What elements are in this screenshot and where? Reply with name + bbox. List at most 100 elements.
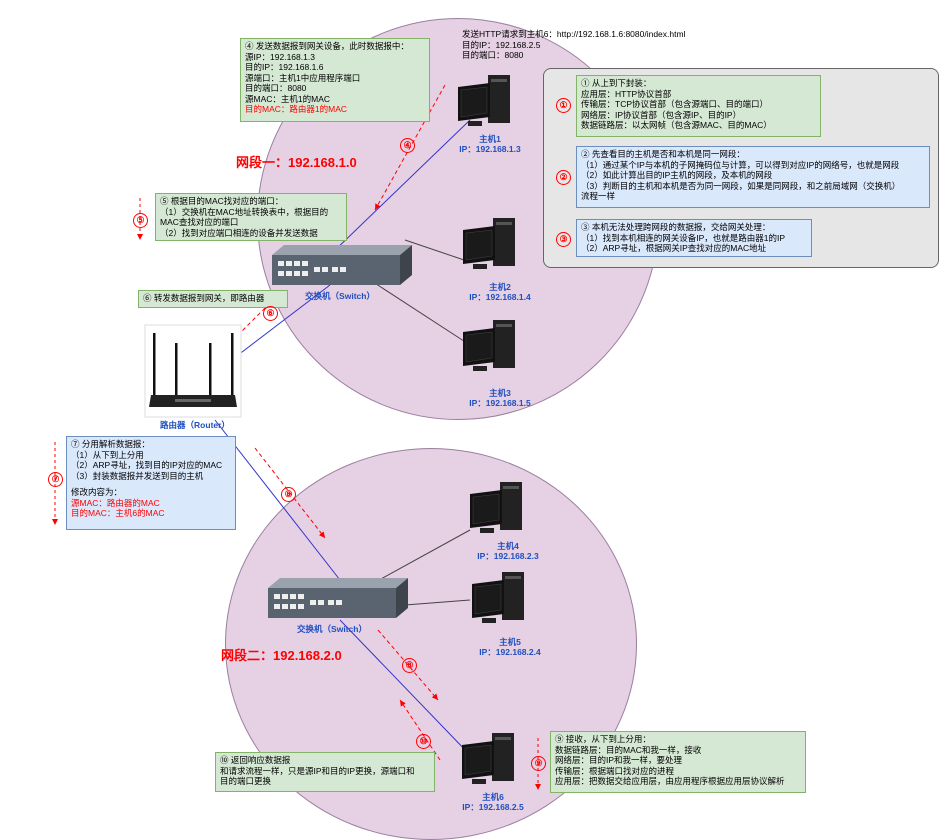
step6-box: ⑥ 转发数据报到网关，即路由器	[138, 290, 288, 308]
segment-1-title: 网段一：192.168.1.0	[236, 155, 357, 170]
step4-line-5: 目的端口：8080	[245, 83, 307, 93]
step5-line-3: MAC查找对应的端口	[160, 217, 239, 227]
host5-name: 主机5	[499, 637, 521, 647]
switch2-label: 交换机（Switch）	[297, 624, 367, 634]
request-line-1: 发送HTTP请求到主机6：http://192.168.1.6:8080/ind…	[462, 29, 686, 39]
step3-box: ③ 本机无法处理跨网段的数据报，交给网关处理： （1）找到本机相连的网关设备IP…	[576, 219, 812, 257]
step5-box: ⑤ 根据目的MAC找对应的端口： （1）交换机在MAC地址转换表中，根据目的 M…	[155, 193, 347, 241]
step7-line-4: （3）封装数据报并发送到目的主机	[71, 470, 204, 481]
step4-line-6: 源MAC：主机1的MAC	[245, 93, 331, 104]
host3-name: 主机3	[489, 388, 511, 398]
step10-line-1: ⑩ 返回响应数据报	[220, 755, 291, 765]
switch-icon-2	[268, 578, 408, 618]
step5-line-4: （2）找到对应端口相连的设备并发送数据	[160, 227, 318, 238]
host3-label: 主机3 IP：192.168.1.5	[460, 388, 540, 408]
router-icon	[144, 324, 242, 418]
step10-line-2: 和请求流程一样，只是源IP和目的IP更换，源端口和	[220, 765, 415, 776]
link-switch1-host2	[404, 239, 471, 263]
step-marker-8a: ⑧	[281, 487, 296, 502]
step1-line-5: 数据链路层：以太网帧（包含源MAC、目的MAC）	[581, 120, 772, 130]
step7-line-3: （2）ARP寻址，找到目的IP对应的MAC	[71, 460, 223, 470]
step7-red-line-2: 目的MAC：主机6的MAC	[71, 508, 165, 518]
step4-line-1: ④ 发送数据报到网关设备，此时数据报中：	[245, 41, 409, 51]
step2-box: ② 先查看目的主机是否和本机是同一网段： （1）通过某个IP与本机的子网掩码位与…	[576, 146, 930, 208]
host1-ip: IP：192.168.1.3	[459, 144, 521, 154]
step4-box: ④ 发送数据报到网关设备，此时数据报中： 源IP：192.168.1.3 目的I…	[240, 38, 430, 122]
link-switch1-router	[224, 284, 331, 366]
computer-icon-host6	[462, 733, 514, 784]
request-line-3: 目的端口：8080	[462, 50, 524, 60]
link-switch2-host6	[339, 619, 471, 756]
host1-name: 主机1	[479, 134, 501, 144]
host4-name: 主机4	[497, 541, 519, 551]
step1-box: ① 从上到下封装： 应用层：HTTP协议首部 传输层：TCP协议首部（包含源端口…	[576, 75, 821, 137]
step-marker-9: ⑨	[531, 756, 546, 771]
host6-name: 主机6	[482, 792, 504, 802]
step2-line-1: ② 先查看目的主机是否和本机是同一网段：	[581, 149, 745, 159]
step4-red-line: 目的MAC：路由器1的MAC	[245, 104, 348, 114]
flow-arrow-8b	[377, 629, 439, 701]
host3-ip: IP：192.168.1.5	[469, 398, 531, 408]
host6-ip: IP：192.168.2.5	[462, 802, 524, 812]
computer-icon-host1	[458, 75, 510, 126]
step7-box: ⑦ 分用解析数据报： （1）从下到上分用 （2）ARP寻址，找到目的IP对应的M…	[66, 436, 236, 530]
step2-line-2: （1）通过某个IP与本机的子网掩码位与计算，可以得到对应IP的网络号，也就是网段	[581, 159, 900, 170]
step-marker-6: ⑥	[263, 306, 278, 321]
computer-icon-host5	[472, 572, 524, 623]
router-label: 路由器（Router）	[160, 420, 230, 430]
step1-line-4: 网络层：IP协议首部（包含源IP、目的IP）	[581, 109, 742, 120]
step5-line-1: ⑤ 根据目的MAC找对应的端口：	[160, 196, 284, 206]
host6-label: 主机6 IP：192.168.2.5	[453, 792, 533, 812]
step-marker-2: ②	[556, 170, 571, 185]
switch-icon-1	[272, 245, 412, 285]
step6-text: ⑥ 转发数据报到网关，即路由器	[143, 293, 265, 303]
host5-label: 主机5 IP：192.168.2.4	[470, 637, 550, 657]
step9-line-5: 应用层：把数据交给应用层，由应用程序根据应用层协议解析	[555, 776, 785, 786]
step9-line-2: 数据链路层：目的MAC和我一样，接收	[555, 744, 702, 755]
host5-ip: IP：192.168.2.4	[479, 647, 541, 657]
step-marker-4: ④	[400, 138, 415, 153]
link-switch2-host4	[369, 529, 471, 586]
computer-icon-host4	[470, 482, 522, 533]
step10-box: ⑩ 返回响应数据报 和请求流程一样，只是源IP和目的IP更换，源端口和 目的端口…	[215, 752, 435, 792]
step10-line-3: 目的端口更换	[220, 776, 272, 786]
step4-line-2: 源IP：192.168.1.3	[245, 51, 315, 62]
step4-line-3: 目的IP：192.168.1.6	[245, 62, 324, 72]
step1-line-3: 传输层：TCP协议首部（包含源端口、目的端口）	[581, 99, 769, 109]
step1-line-1: ① 从上到下封装：	[581, 78, 652, 88]
step-marker-10: ⑩	[416, 734, 431, 749]
host4-label: 主机4 IP：192.168.2.3	[468, 541, 548, 561]
link-switch1-host3	[369, 279, 471, 346]
http-request-box: 发送HTTP请求到主机6：http://192.168.1.6:8080/ind…	[458, 27, 704, 65]
step9-line-4: 传输层：根据端口找对应的进程	[555, 765, 675, 776]
switch1-label: 交换机（Switch）	[305, 291, 375, 301]
step3-line-2: （1）找到本机相连的网关设备IP，也就是路由器1的IP	[581, 232, 786, 243]
host2-label: 主机2 IP：192.168.1.4	[460, 282, 540, 302]
step-marker-1: ①	[556, 98, 571, 113]
step9-line-3: 网络层：目的IP和我一样，要处理	[555, 755, 683, 765]
step7-line-6: 修改内容为：	[71, 487, 123, 497]
host2-name: 主机2	[489, 282, 511, 292]
step7-line-2: （1）从下到上分用	[71, 449, 144, 460]
flow-arrow-10	[399, 699, 441, 761]
link-switch2-host5	[404, 599, 471, 606]
step3-line-1: ③ 本机无法处理跨网段的数据报，交给网关处理：	[581, 222, 771, 232]
step1-line-2: 应用层：HTTP协议首部	[581, 88, 672, 99]
step5-line-2: （1）交换机在MAC地址转换表中，根据目的	[160, 206, 329, 217]
step-marker-8b: ⑧	[402, 658, 417, 673]
step2-line-5: 流程一样	[581, 191, 616, 201]
step7-red-line-1: 源MAC：路由器的MAC	[71, 497, 160, 508]
step9-box: ⑨ 接收，从下到上分用： 数据链路层：目的MAC和我一样，接收 网络层：目的IP…	[550, 731, 806, 793]
step7-line-1: ⑦ 分用解析数据报：	[71, 439, 150, 449]
step2-line-3: （2）如此计算出目的IP主机的网段，及本机的网段	[581, 170, 773, 180]
host2-ip: IP：192.168.1.4	[469, 292, 531, 302]
step4-line-4: 源端口：主机1中应用程序端口	[245, 72, 361, 83]
step-marker-3: ③	[556, 232, 571, 247]
segment-2-title: 网段二：192.168.2.0	[221, 648, 342, 663]
host4-ip: IP：192.168.2.3	[477, 551, 539, 561]
step-marker-5: ⑤	[133, 213, 148, 228]
computer-icon-host3	[463, 320, 515, 371]
host1-label: 主机1 IP：192.168.1.3	[455, 134, 525, 154]
step2-line-4: （3）判断目的主机和本机是否为同一网段，如果是同网段，和之前局域网（交换机）	[581, 180, 901, 191]
